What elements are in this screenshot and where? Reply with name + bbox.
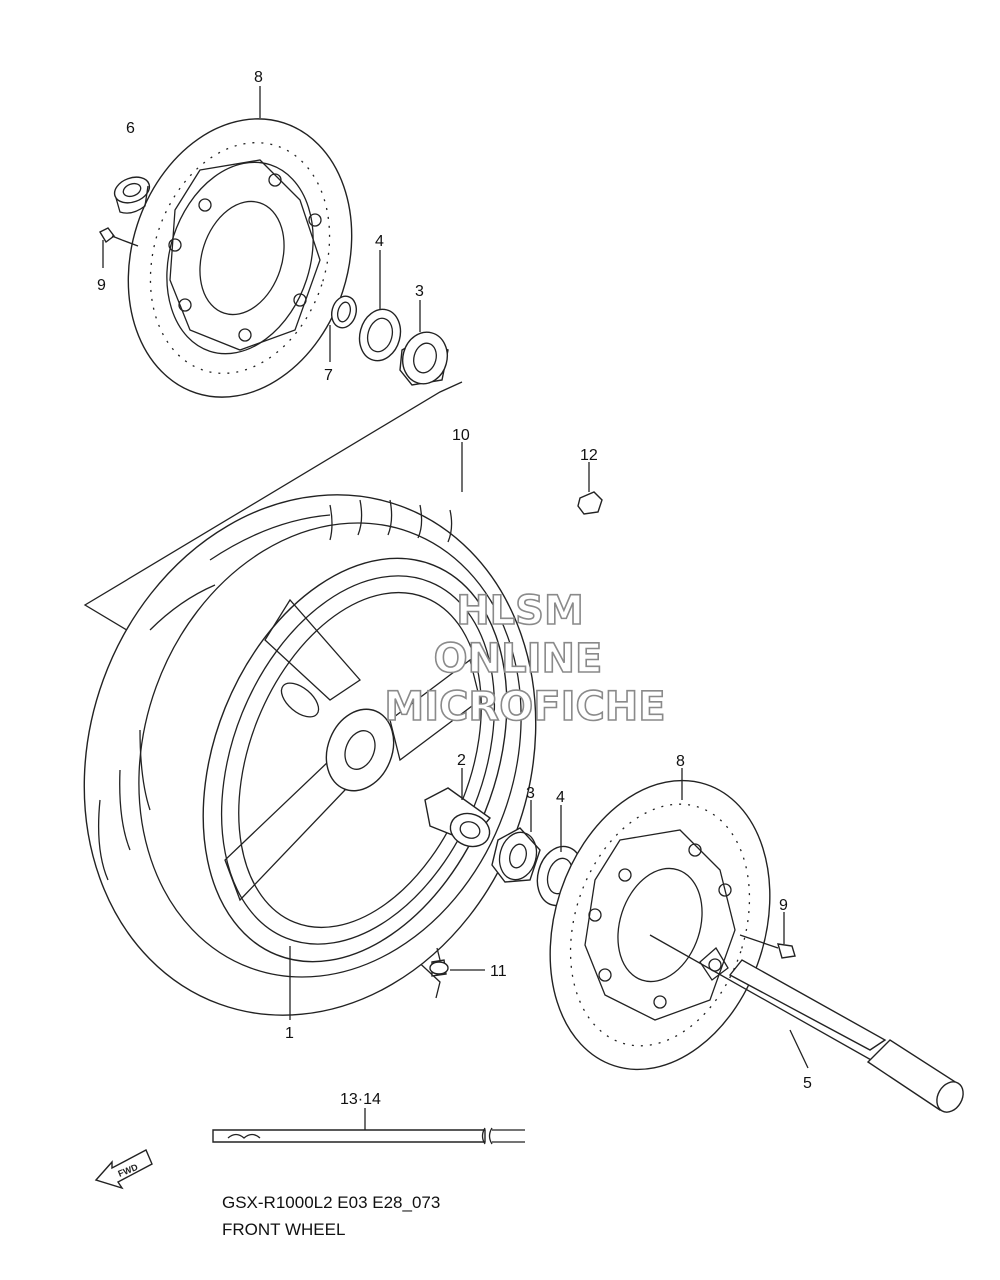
watermark-line1: HLSM bbox=[456, 588, 584, 634]
callout-5: 5 bbox=[803, 1075, 812, 1092]
seal-7-upper bbox=[330, 295, 358, 329]
watermark-line3: MICROFICHE bbox=[384, 684, 665, 730]
front-axle-5 bbox=[649, 934, 964, 1113]
callout-2: 2 bbox=[457, 752, 466, 769]
callout-8-upper: 8 bbox=[254, 69, 263, 86]
valve-11 bbox=[429, 947, 449, 977]
callout-3-lower: 3 bbox=[526, 785, 535, 802]
balancer-strip-13-14 bbox=[212, 1127, 525, 1145]
model-code: GSX-R1000L2 E03 E28_073 bbox=[222, 1193, 441, 1212]
callout-1: 1 bbox=[285, 1025, 294, 1042]
callout-11: 11 bbox=[490, 963, 507, 980]
callout-4-lower: 4 bbox=[556, 789, 565, 806]
callout-7: 7 bbox=[324, 367, 333, 384]
callout-13-14: 13·14 bbox=[340, 1091, 381, 1108]
callout-leader-lines bbox=[102, 86, 809, 1130]
callout-numbers: 8 6 9 7 4 3 10 12 2 3 4 8 9 1 11 5 13·14 bbox=[97, 69, 812, 1108]
bearing-3-lower bbox=[491, 827, 541, 883]
spacer-6 bbox=[113, 176, 151, 214]
watermark: HLSM ONLINE MICROFICHE bbox=[384, 587, 667, 731]
upper-brake-disc bbox=[127, 118, 353, 398]
diagram-title: FRONT WHEEL bbox=[222, 1220, 346, 1239]
axle-spacer-2 bbox=[424, 787, 492, 848]
callout-6: 6 bbox=[126, 120, 135, 137]
callout-10: 10 bbox=[452, 427, 470, 444]
watermark-line2: ONLINE bbox=[434, 636, 603, 682]
callout-9-upper: 9 bbox=[97, 277, 106, 294]
bolt-9-upper bbox=[99, 227, 139, 247]
fwd-arrow-icon: FWD bbox=[94, 1149, 153, 1190]
bearing-3-upper bbox=[399, 331, 449, 386]
bearing-4-upper bbox=[358, 308, 402, 362]
front-wheel-rim bbox=[202, 557, 508, 963]
callout-12: 12 bbox=[580, 447, 598, 464]
bolt-9-lower bbox=[739, 934, 796, 959]
callout-4-upper: 4 bbox=[375, 233, 384, 250]
lower-brake-disc bbox=[549, 779, 771, 1071]
callout-3-upper: 3 bbox=[415, 283, 424, 300]
balancer-weight-12 bbox=[577, 491, 603, 515]
callout-8-lower: 8 bbox=[676, 753, 685, 770]
callout-9-lower: 9 bbox=[779, 897, 788, 914]
